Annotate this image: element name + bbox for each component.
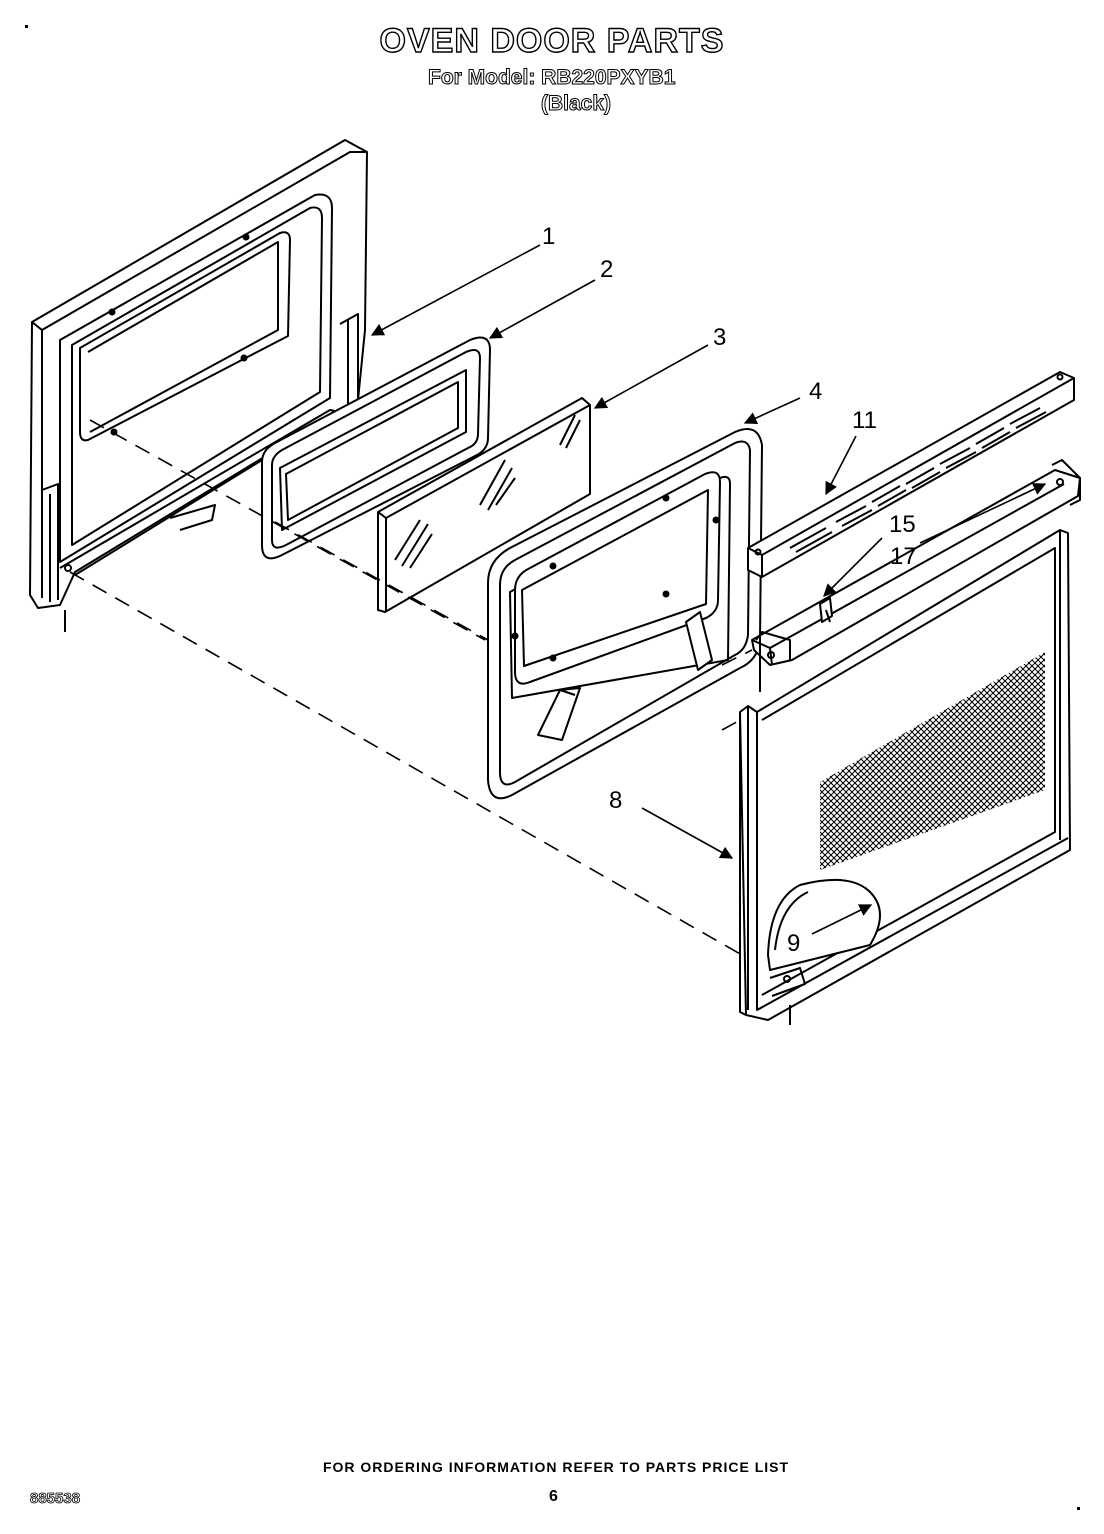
document-number: 885538 xyxy=(30,1490,81,1508)
model-line: For Model: RB220PXYB1 xyxy=(427,66,676,90)
callout-8: 8 xyxy=(609,787,622,814)
door-mesh-screen xyxy=(820,652,1045,870)
scan-speck xyxy=(1077,1507,1080,1510)
callout-3: 3 xyxy=(713,324,726,351)
callout-15: 15 xyxy=(889,511,916,538)
color-line: (Black) xyxy=(540,92,612,116)
callout-4: 4 xyxy=(809,378,822,405)
ordering-note: FOR ORDERING INFORMATION REFER TO PARTS … xyxy=(322,1459,790,1475)
callout-1: 1 xyxy=(542,223,555,250)
callout-17: 17 xyxy=(890,543,917,570)
window-gasket xyxy=(261,336,491,560)
callout-11: 11 xyxy=(852,407,877,434)
callout-9: 9 xyxy=(787,930,800,957)
vent-trim-bar xyxy=(747,371,1075,578)
assembly-lines xyxy=(69,419,753,956)
insulation-shield xyxy=(767,878,881,971)
oven-door-glass xyxy=(377,397,591,613)
page-number: 6 xyxy=(549,1488,558,1505)
page-title: OVEN DOOR PARTS xyxy=(379,21,725,60)
door-clip xyxy=(819,597,833,623)
scan-speck xyxy=(25,25,28,28)
outer-door-panel xyxy=(29,139,368,632)
leader-arrows xyxy=(370,244,1047,935)
inner-door-panel xyxy=(487,428,763,800)
callout-2: 2 xyxy=(600,256,613,283)
door-bracket-bar xyxy=(751,459,1081,666)
